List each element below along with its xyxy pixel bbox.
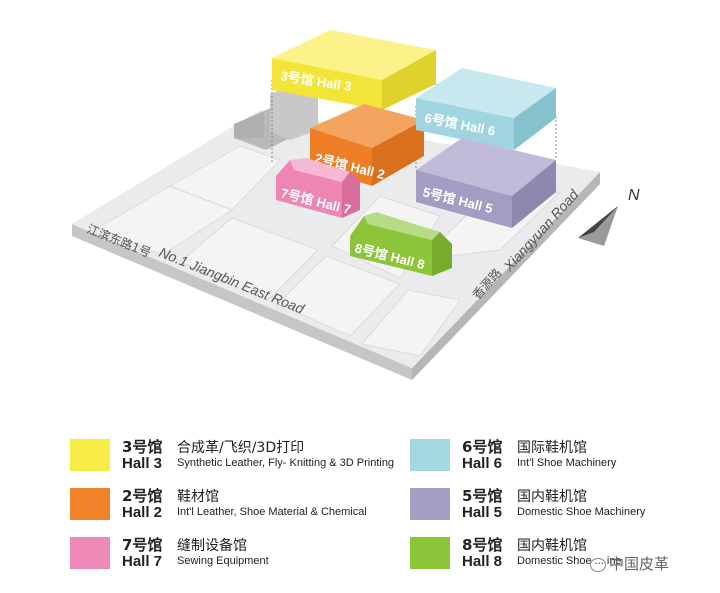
- legend-hall-number-cn: 7号馆: [122, 536, 163, 554]
- legend-category-cn: 缝制设备馆: [177, 538, 247, 554]
- legend-swatch: [70, 488, 110, 520]
- venue-map: 3号馆 Hall 3 2号馆 Hall 2 7号馆 Hall 7 6号馆 Hal…: [72, 30, 640, 380]
- hall-3-building[interactable]: 3号馆 Hall 3: [272, 30, 436, 110]
- legend-category-en: Sewing Equipment: [177, 555, 269, 567]
- legend-item: 2号馆 Hall 2 鞋材馆 Int'l Leather, Shoe Mater…: [70, 484, 410, 524]
- legend-hall-number-en: Hall 2: [122, 504, 163, 521]
- legend-category-en: Int'l Shoe Machinery: [517, 457, 617, 469]
- legend-swatch: [410, 537, 450, 569]
- legend-category-cn: 国内鞋机馆: [517, 538, 587, 554]
- legend-hall-number-en: Hall 3: [122, 455, 163, 472]
- legend-swatch: [410, 488, 450, 520]
- legend-swatch: [410, 439, 450, 471]
- legend-hall-number-en: Hall 5: [462, 504, 503, 521]
- legend-item: 7号馆 Hall 7 缝制设备馆 Sewing Equipment: [70, 533, 410, 573]
- legend-hall-number-en: Hall 7: [122, 553, 163, 570]
- hall-6-building[interactable]: 6号馆 Hall 6: [416, 68, 556, 150]
- hall-8-building[interactable]: 8号馆 Hall 8: [350, 212, 452, 276]
- watermark: 中国皮革: [590, 553, 669, 574]
- north-label: N: [628, 187, 640, 204]
- legend-item: 6号馆 Hall 6 国际鞋机馆 Int'l Shoe Machinery: [410, 435, 720, 475]
- legend-swatch: [70, 439, 110, 471]
- hall-2-building[interactable]: 2号馆 Hall 2: [310, 104, 424, 186]
- legend-category-en: Int'l Leather, Shoe Material & Chemical: [177, 506, 367, 518]
- grey-building: [234, 84, 318, 150]
- legend-hall-number-en: Hall 8: [462, 553, 503, 570]
- watermark-text: 中国皮革: [609, 555, 670, 573]
- legend-hall-number-cn: 5号馆: [462, 487, 503, 505]
- legend-category-cn: 国内鞋机馆: [517, 489, 587, 505]
- legend-item: 8号馆 Hall 8 国内鞋机馆 Domestic Shoe ... ine: [410, 533, 720, 573]
- hall-5-building[interactable]: 5号馆 Hall 5: [416, 138, 556, 228]
- legend-category-cn: 合成革/飞织/3D打印: [177, 440, 305, 456]
- legend-hall-number-cn: 8号馆: [462, 536, 503, 554]
- legend-category-cn: 国际鞋机馆: [517, 440, 587, 456]
- legend-category-cn: 鞋材馆: [177, 489, 219, 505]
- legend-hall-number-en: Hall 6: [462, 455, 503, 472]
- legend-swatch: [70, 537, 110, 569]
- legend-category-en: Synthetic Leather, Fly- Knitting & 3D Pr…: [177, 457, 395, 469]
- legend-item: 3号馆 Hall 3 合成革/飞织/3D打印 Synthetic Leather…: [70, 435, 410, 475]
- legend-hall-number-cn: 2号馆: [122, 487, 163, 505]
- legend-hall-number-cn: 3号馆: [122, 438, 163, 456]
- legend-hall-number-cn: 6号馆: [462, 438, 503, 456]
- wechat-icon: [590, 557, 606, 572]
- north-arrow-icon: N: [578, 187, 640, 246]
- legend-item: 5号馆 Hall 5 国内鞋机馆 Domestic Shoe Machinery: [410, 484, 720, 524]
- legend-category-en: Domestic Shoe Machinery: [517, 506, 646, 518]
